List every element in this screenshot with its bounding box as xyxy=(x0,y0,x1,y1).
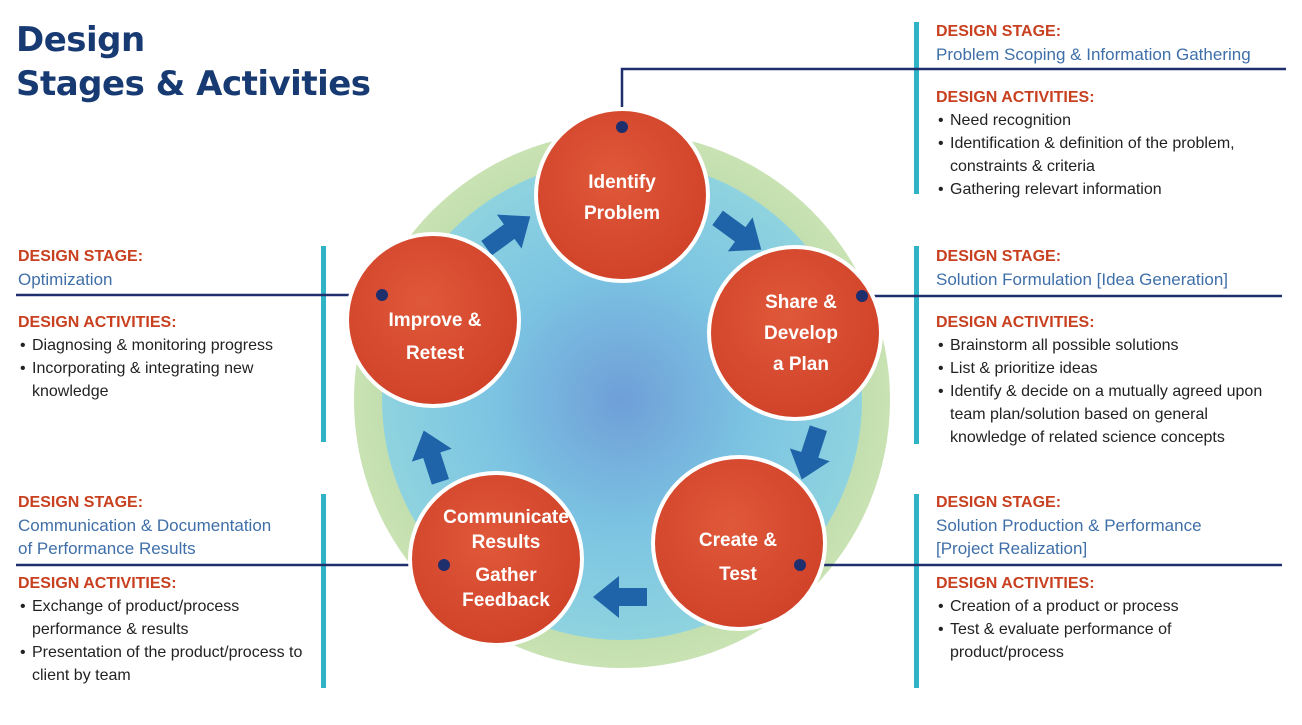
arrow-identify-to-share xyxy=(712,210,762,252)
stage-label: DESIGN STAGE: xyxy=(936,494,1062,511)
activities-label: DESIGN ACTIVITIES: xyxy=(18,575,177,592)
connector-dot xyxy=(794,559,806,571)
connector-dot xyxy=(438,559,450,571)
activity-item: Presentation of the product/process to c… xyxy=(18,641,322,687)
stage-label: DESIGN STAGE: xyxy=(18,248,144,265)
communicate-line4: Feedback xyxy=(462,590,550,611)
divider-bar xyxy=(914,246,919,444)
stage-name-line1: Communication & Documentation xyxy=(18,516,272,535)
activity-list: Creation of a product or process Test & … xyxy=(936,595,1286,664)
divider-bar xyxy=(321,246,326,442)
circle-create-test xyxy=(651,455,827,631)
connector-dot xyxy=(376,289,388,301)
divider-bar xyxy=(914,494,919,688)
circle-communicate xyxy=(408,471,584,647)
arrow-communicate-to-improve xyxy=(411,430,452,485)
panel-communication: DESIGN STAGE: Communication & Documentat… xyxy=(18,491,318,687)
activity-item: Need recognition xyxy=(936,109,1296,132)
stage-name: Solution Formulation [Idea Generation] xyxy=(936,270,1229,289)
circle-share-develop xyxy=(707,245,883,421)
stage-label: DESIGN STAGE: xyxy=(18,494,144,511)
identify-line1: Identify xyxy=(588,172,656,193)
improve-line2: Retest xyxy=(406,343,465,364)
stage-name-line2: [Project Realization] xyxy=(936,539,1088,558)
communicate-line1: Communicate xyxy=(443,507,569,528)
activity-item: Exchange of product/process performance … xyxy=(18,595,272,641)
activity-item: Identification & definition of the probl… xyxy=(936,132,1280,178)
create-line1: Create & xyxy=(699,530,777,551)
stage-label: DESIGN STAGE: xyxy=(936,248,1062,265)
identify-line2: Problem xyxy=(584,203,660,224)
share-line3: a Plan xyxy=(773,354,829,375)
communicate-line2: Results xyxy=(472,532,541,553)
circle-improve-retest xyxy=(345,232,521,408)
activities-label: DESIGN ACTIVITIES: xyxy=(936,575,1095,592)
activity-item: List & prioritize ideas xyxy=(936,357,1286,380)
stage-name: Optimization xyxy=(18,270,113,289)
divider-bar xyxy=(914,22,919,194)
divider-bar xyxy=(321,494,326,688)
connector-dot xyxy=(856,290,868,302)
activity-item: Diagnosing & monitoring progress xyxy=(18,334,318,357)
activity-list: Diagnosing & monitoring progress Incorpo… xyxy=(18,334,318,403)
share-line1: Share & xyxy=(765,292,837,313)
connector-dot xyxy=(616,121,628,133)
stage-label: DESIGN STAGE: xyxy=(936,23,1062,40)
stage-name-line2: of Performance Results xyxy=(18,539,196,558)
arrow-share-to-create xyxy=(789,425,830,480)
title-line1: Design xyxy=(16,20,145,60)
activity-item: Incorporating & integrating new knowledg… xyxy=(18,357,302,403)
panel-problem-scoping: DESIGN STAGE: Problem Scoping & Informat… xyxy=(936,20,1296,201)
panel-solution-formulation: DESIGN STAGE: Solution Formulation [Idea… xyxy=(936,245,1286,449)
communicate-line3: Gather xyxy=(475,565,537,586)
activity-item: Identify & decide on a mutually agreed u… xyxy=(936,380,1280,449)
activity-item: Gathering relevart information xyxy=(936,178,1296,201)
create-line2: Test xyxy=(719,564,757,585)
panel-solution-production: DESIGN STAGE: Solution Production & Perf… xyxy=(936,491,1286,664)
stage-name-line1: Solution Production & Performance xyxy=(936,516,1202,535)
arrow-create-to-communicate xyxy=(593,576,647,618)
arrow-improve-to-identify xyxy=(481,214,531,256)
panel-optimization: DESIGN STAGE: Optimization DESIGN ACTIVI… xyxy=(18,245,318,403)
activity-item: Creation of a product or process xyxy=(936,595,1286,618)
stage-name: Problem Scoping & Information Gathering xyxy=(936,45,1251,64)
activity-item: Test & evaluate performance of product/p… xyxy=(936,618,1220,664)
activity-list: Brainstorm all possible solutions List &… xyxy=(936,334,1286,449)
activities-label: DESIGN ACTIVITIES: xyxy=(936,89,1095,106)
activities-label: DESIGN ACTIVITIES: xyxy=(18,314,177,331)
activity-item: Brainstorm all possible solutions xyxy=(936,334,1286,357)
page-title: Design Stages & Activities xyxy=(16,18,371,106)
activities-label: DESIGN ACTIVITIES: xyxy=(936,314,1095,331)
title-line2: Stages & Activities xyxy=(16,64,371,104)
improve-line1: Improve & xyxy=(389,310,482,331)
circle-identify-problem xyxy=(534,107,710,283)
activity-list: Exchange of product/process performance … xyxy=(18,595,318,687)
share-line2: Develop xyxy=(764,323,838,344)
activity-list: Need recognition Identification & defini… xyxy=(936,109,1296,201)
